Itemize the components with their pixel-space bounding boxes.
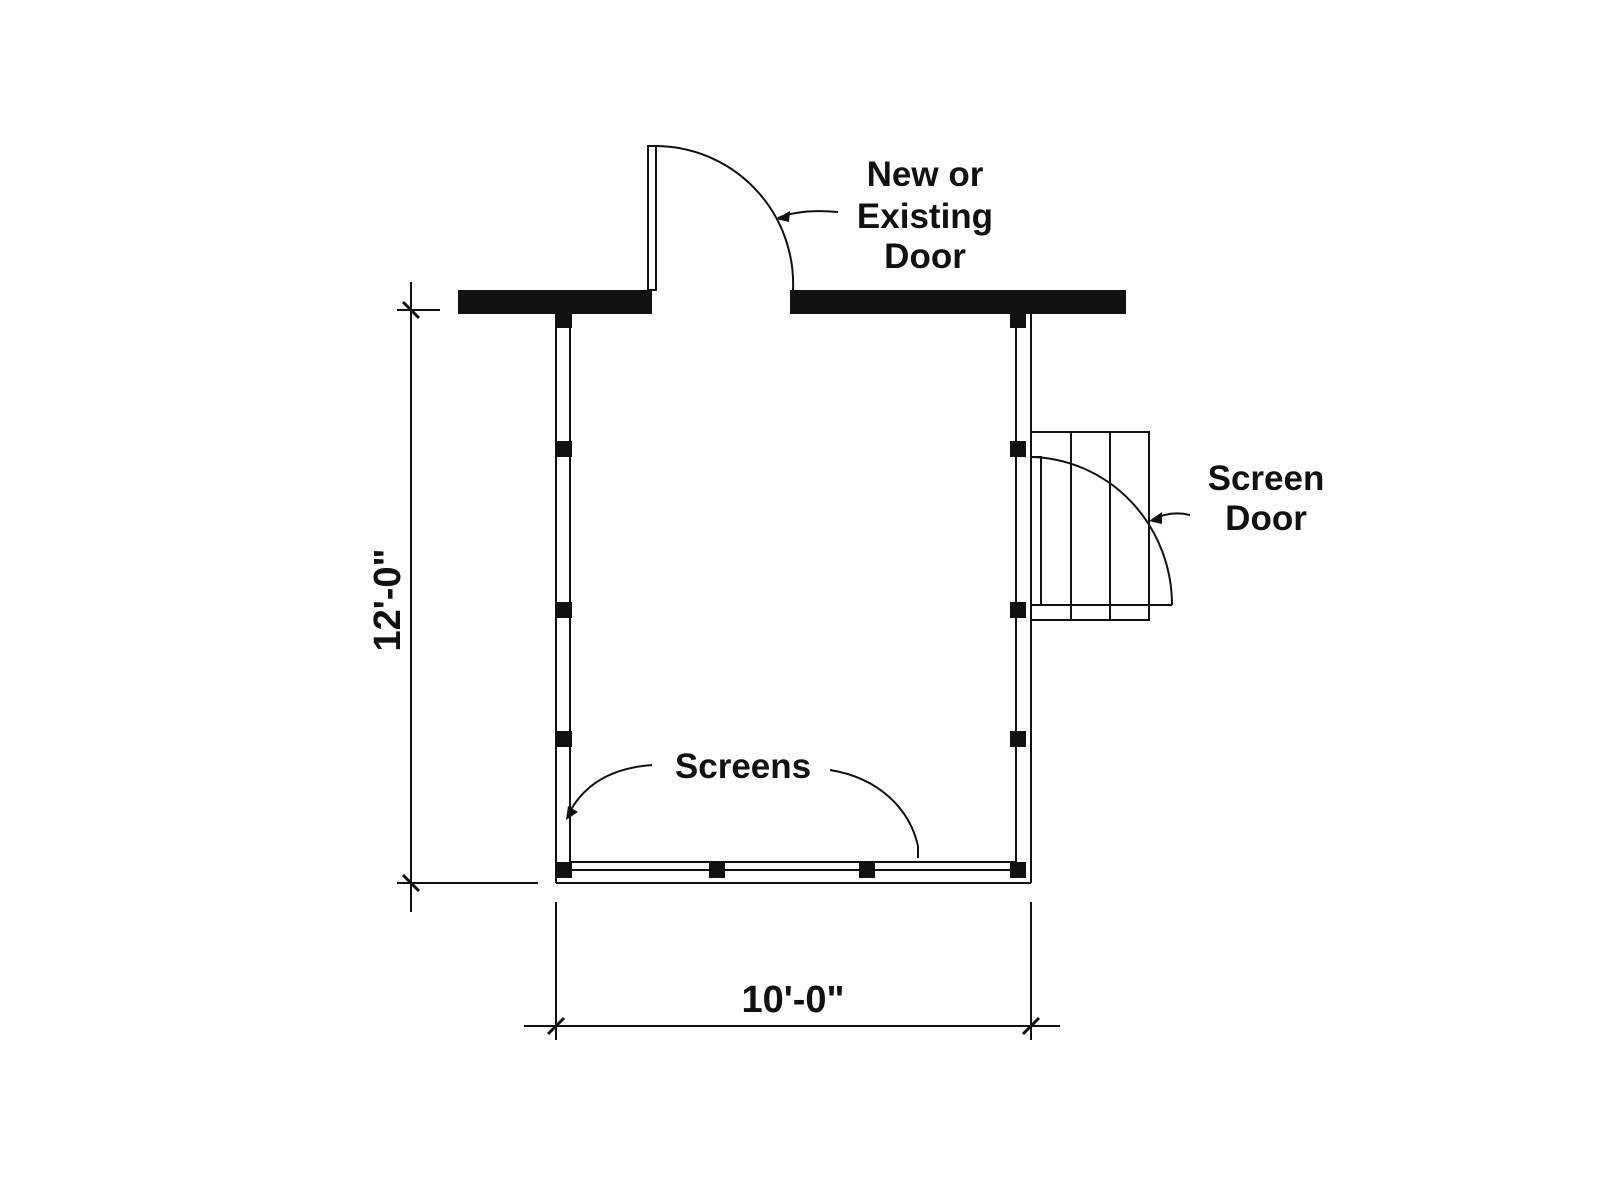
screens-leader-right — [829, 769, 919, 847]
post — [556, 731, 572, 747]
house-door-swing-arc — [655, 145, 795, 291]
screen-door-label-line1: Screen — [1208, 459, 1325, 498]
screen-door-leader-arrow — [1149, 512, 1162, 524]
post — [709, 862, 725, 878]
screen-door-label-line2: Door — [1225, 499, 1307, 538]
post — [1010, 602, 1026, 618]
door-label-line1: New or — [867, 155, 984, 194]
house-wall-left — [458, 290, 652, 314]
post — [556, 441, 572, 457]
screen-door — [1030, 456, 1173, 606]
post — [859, 862, 875, 878]
entry-steps — [1030, 431, 1150, 621]
width-dimension — [524, 902, 1060, 1040]
screens-leader-left — [567, 764, 653, 816]
post — [1010, 441, 1026, 457]
screens-label: Screens — [675, 747, 811, 786]
door-label-line3: Door — [884, 237, 966, 276]
depth-label: 12'-0" — [367, 548, 409, 651]
dimension-tick — [401, 873, 421, 893]
door-label-line2: Existing — [857, 197, 993, 236]
post — [1010, 312, 1026, 328]
width-label: 10'-0" — [741, 979, 844, 1021]
dimension-tick — [1021, 1016, 1041, 1036]
dimension-tick — [546, 1016, 566, 1036]
post — [1010, 731, 1026, 747]
post — [556, 862, 572, 878]
post — [1010, 862, 1026, 878]
house-wall-right — [790, 290, 1126, 314]
screen-door-swing-arc — [1030, 456, 1173, 606]
depth-dimension — [397, 282, 538, 912]
room-outline — [555, 314, 1032, 884]
post — [556, 602, 572, 618]
posts — [556, 312, 1026, 878]
door-leader-arrow — [776, 211, 790, 222]
dimension-tick — [401, 300, 421, 320]
post — [556, 312, 572, 328]
screens-leader-left-arrow — [566, 806, 578, 820]
house-door — [647, 145, 795, 291]
